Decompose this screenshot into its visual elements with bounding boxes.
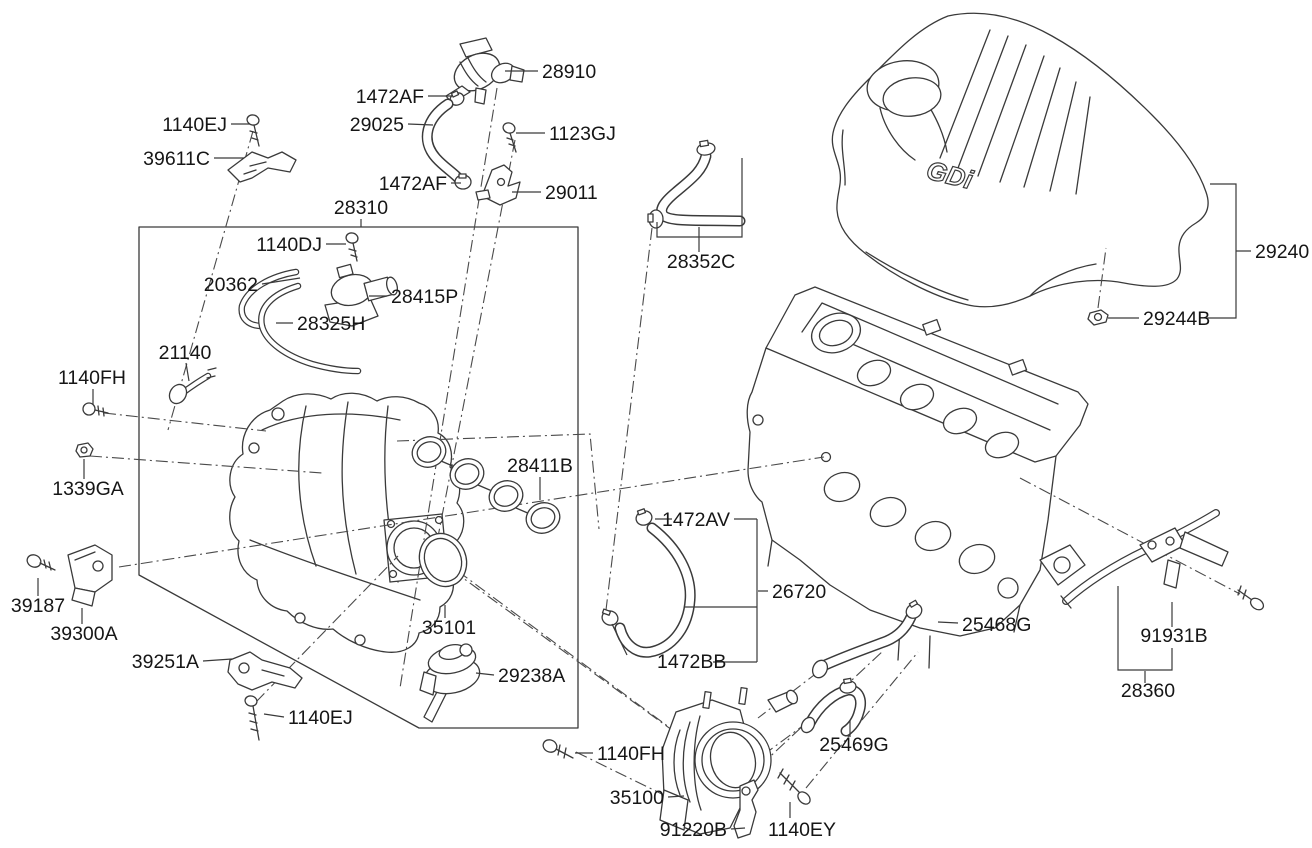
bolt-1140fh-b-drawing <box>542 739 574 759</box>
actuator-29238a-drawing <box>419 643 481 723</box>
oring-35101-drawing <box>418 532 468 588</box>
purge-valve-28910-drawing <box>445 37 525 105</box>
nut-1339ga-drawing <box>75 442 94 458</box>
part-label-1339ga: 1339GA <box>52 478 124 500</box>
engine-cylinder-head-drawing <box>746 286 1089 669</box>
part-label-39251a: 39251A <box>132 651 199 673</box>
part-label-1140ej-a: 1140EJ <box>162 114 227 136</box>
part-label-35100: 35100 <box>610 787 664 809</box>
part-label-29025: 29025 <box>350 114 404 136</box>
part-label-1140fh-b: 1140FH <box>597 743 665 765</box>
clamp-1472af-b-drawing <box>454 173 472 190</box>
bolt-1140dj-drawing <box>345 232 359 262</box>
part-label-29244b: 29244B <box>1143 308 1210 330</box>
part-label-39611c: 39611C <box>143 148 210 170</box>
hose-26720-drawing <box>614 522 696 658</box>
screw-39187-drawing <box>26 554 56 571</box>
gasket-28411b-drawing <box>411 436 561 534</box>
vacuum-hoses-20362-drawing <box>238 268 362 375</box>
hose-25469g-drawing <box>800 677 866 737</box>
hose-28352c-drawing <box>647 139 746 229</box>
part-label-28325h: 28325H <box>297 313 365 335</box>
fitting-21140-drawing <box>168 367 217 405</box>
nut-29244b-drawing <box>1087 309 1109 326</box>
assembly-box-28310 <box>138 226 579 729</box>
sensor-39300a-drawing <box>67 544 113 607</box>
bolt-1140ey-drawing <box>777 768 811 805</box>
part-label-20362: 20362 <box>204 274 258 296</box>
bolt-1140ej-b-drawing <box>244 695 260 741</box>
part-label-91931b: 91931B <box>1140 625 1207 647</box>
clamp-1472af-a-drawing <box>449 90 465 106</box>
part-label-1140dj: 1140DJ <box>256 234 322 256</box>
part-label-1123gj: 1123GJ <box>549 123 616 145</box>
clamp-1472bb-drawing <box>601 608 619 626</box>
pipe-assembly-91931b-drawing <box>1060 509 1265 611</box>
bracket-39251a-drawing <box>227 651 303 691</box>
bracket-29011-drawing <box>475 164 521 206</box>
part-label-26720: 26720 <box>772 581 826 603</box>
part-label-28352c: 28352C <box>667 251 735 273</box>
bolt-1140ej-a-drawing <box>246 114 260 147</box>
part-label-39187: 39187 <box>11 595 65 617</box>
part-label-1472bb: 1472BB <box>657 651 726 673</box>
bolt-1140fh-a-drawing <box>82 402 109 417</box>
part-label-28415p: 28415P <box>391 286 458 308</box>
part-label-25469g: 25469G <box>819 734 888 756</box>
part-label-29240: 29240 <box>1255 241 1309 263</box>
part-label-28910: 28910 <box>542 61 596 83</box>
bracket-39611c-drawing <box>227 151 297 183</box>
part-label-25468g: 25468G <box>962 614 1031 636</box>
part-label-91220b: 91220B <box>660 819 727 841</box>
part-label-29238a: 29238A <box>498 665 565 687</box>
part-label-1140fh-a: 1140FH <box>58 367 126 389</box>
bolt-1123gj-drawing <box>502 122 517 153</box>
part-label-1472af-b: 1472AF <box>379 173 447 195</box>
part-label-1140ey: 1140EY <box>768 819 836 841</box>
part-label-28310: 28310 <box>334 197 388 219</box>
hose-25468g-drawing <box>811 599 923 679</box>
part-label-35101: 35101 <box>422 617 476 639</box>
bracket-91220b-drawing <box>733 779 759 839</box>
part-label-1472av: 1472AV <box>662 509 730 531</box>
throttle-body-35100-drawing <box>659 687 799 835</box>
part-label-29011: 29011 <box>545 182 598 204</box>
part-label-28360: 28360 <box>1121 680 1175 702</box>
part-label-21140: 21140 <box>159 342 212 364</box>
clamp-1472av-drawing <box>635 508 653 526</box>
part-label-1472af-a: 1472AF <box>356 86 424 108</box>
part-number-labels: 28910 1472AF 29025 1123GJ 1472AF 29011 1140EJ 3… <box>11 61 1309 841</box>
solenoid-valve-28415p-drawing <box>324 263 399 327</box>
hose-29025-drawing <box>421 98 465 185</box>
part-label-28411b: 28411B <box>507 455 573 477</box>
part-label-39300a: 39300A <box>50 623 117 645</box>
engine-cover-drawing: GDi <box>831 12 1209 308</box>
part-label-1140ej-b: 1140EJ <box>288 707 353 729</box>
intake-manifold-drawing <box>229 392 465 653</box>
leader-lines <box>37 70 1251 830</box>
